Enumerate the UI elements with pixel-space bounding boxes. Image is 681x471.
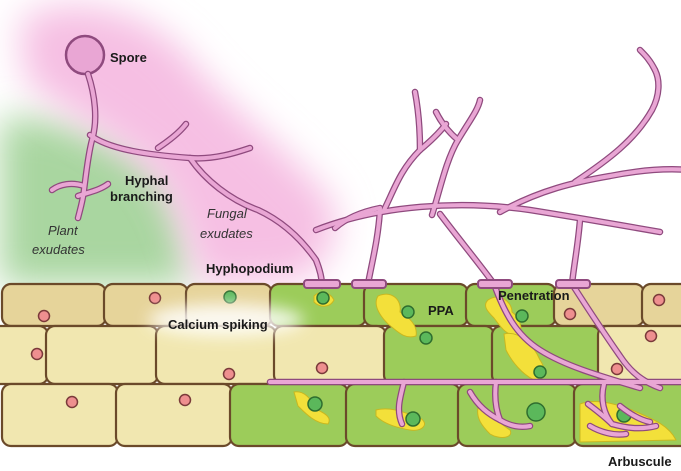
cell-uncolonized xyxy=(2,284,106,326)
nucleus-plant xyxy=(654,295,665,306)
cell-uncolonized xyxy=(2,384,118,446)
spore xyxy=(66,36,104,74)
label-plant-exudates-line2: exudates xyxy=(32,242,85,257)
label-penetration: Penetration xyxy=(498,288,570,303)
label-arbuscule: Arbuscule xyxy=(608,454,672,469)
label-hyphal-branching-line1: Hyphal xyxy=(125,173,168,188)
nucleus-plant xyxy=(32,349,43,360)
nucleus-plant xyxy=(39,311,50,322)
cell-uncolonized xyxy=(116,384,232,446)
label-spore: Spore xyxy=(110,50,147,65)
nucleus-plant xyxy=(612,364,623,375)
nucleus-plant xyxy=(317,363,328,374)
label-ppa: PPA xyxy=(428,303,454,318)
nucleus-colonized xyxy=(402,306,414,318)
cell-uncolonized xyxy=(46,326,158,384)
nucleus-plant xyxy=(150,293,161,304)
label-hyphal-branching-line2: branching xyxy=(110,189,173,204)
nucleus-colonized xyxy=(527,403,545,421)
label-fungal-exudates-line2: exudates xyxy=(200,226,253,241)
nucleus-plant xyxy=(646,331,657,342)
nucleus-plant xyxy=(67,397,78,408)
nucleus-plant xyxy=(224,369,235,380)
nucleus-colonized xyxy=(516,310,528,322)
label-plant-exudates-line1: Plant xyxy=(48,223,79,238)
cell-colonized xyxy=(384,326,494,384)
nucleus-colonized xyxy=(406,412,420,426)
nucleus-plant xyxy=(565,309,576,320)
nucleus-colonized xyxy=(317,292,329,304)
label-hyphopodium: Hyphopodium xyxy=(206,261,293,276)
nucleus-colonized xyxy=(420,332,432,344)
nucleus-colonized xyxy=(224,291,236,303)
cell-colonized xyxy=(458,384,576,446)
cell-colonized xyxy=(230,384,348,446)
nucleus-plant xyxy=(180,395,191,406)
nucleus-colonized xyxy=(534,366,546,378)
nucleus-colonized xyxy=(308,397,322,411)
cell-uncolonized xyxy=(274,326,386,384)
root-cortex xyxy=(0,284,681,446)
label-fungal-exudates-line1: Fungal xyxy=(207,206,248,221)
label-calcium-spiking: Calcium spiking xyxy=(168,317,268,332)
